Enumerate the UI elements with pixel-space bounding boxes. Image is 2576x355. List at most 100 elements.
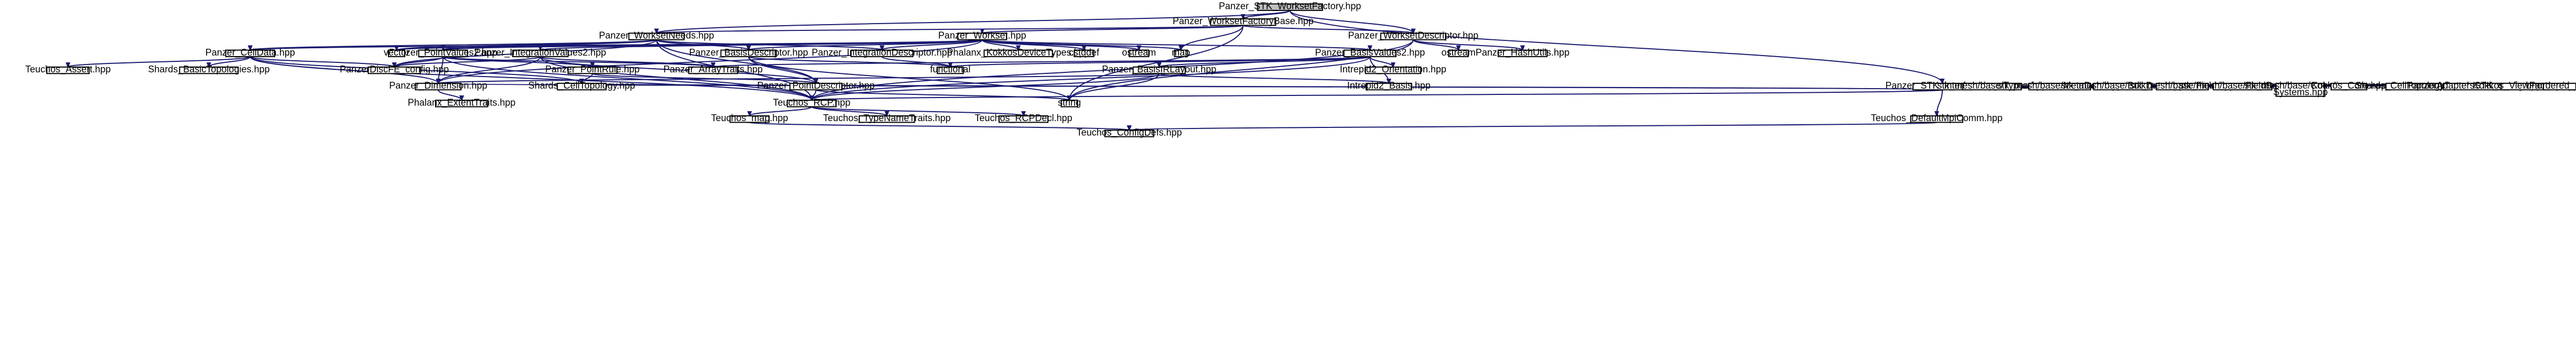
node-rcp[interactable]: Teuchos_RCP.hpp	[773, 97, 851, 108]
node-sbd[interactable]: stk_mesh/base/BulkData.hpp	[2061, 80, 2184, 91]
node-umap[interactable]: unordered_map	[2526, 80, 2576, 91]
node-bd[interactable]: Panzer_BasisDescriptor.hpp	[689, 47, 808, 58]
edge-root-to-stki	[1289, 10, 1942, 83]
node-hash[interactable]: Panzer_HashUtils.hpp	[1476, 47, 1570, 58]
node-map[interactable]: map	[1172, 47, 1190, 58]
node-label: Panzer_PointValues2.hpp	[389, 47, 497, 58]
edge-intd-to-functional	[881, 56, 950, 67]
node-label: Kokkos_Core.hpp	[2311, 80, 2386, 91]
node-label: Panzer_ArrayTraits.hpp	[664, 64, 763, 75]
node-sfb[interactable]: stk_mesh/base/FieldBase.hpp	[2179, 80, 2306, 91]
edge-iv2-to-dim	[438, 56, 541, 83]
node-ostream[interactable]: ostream	[1122, 47, 1156, 58]
node-box	[435, 100, 489, 107]
node-box	[957, 33, 1008, 40]
node-pv2[interactable]: Panzer_PointValues2.hpp	[389, 47, 497, 58]
node-box	[1448, 49, 1469, 57]
node-st[interactable]: stk_mesh/base/Types.hpp	[1937, 80, 2047, 91]
edge-wd-to-hash	[1412, 39, 1523, 50]
edge-cd-to-pcfg	[250, 56, 394, 67]
node-bv2[interactable]: Panzer_BasisValues2.hpp	[1315, 47, 1425, 58]
node-box	[46, 66, 90, 74]
node-iv2[interactable]: Panzer_IntegrationValues2.hpp	[474, 47, 606, 58]
node-ws[interactable]: Panzer_Workset.hpp	[938, 30, 1026, 41]
node-label: ostream	[1442, 47, 1476, 58]
node-kc[interactable]: Kokkos_Core.hpp	[2311, 80, 2386, 91]
edge-pv2-to-pr	[442, 56, 592, 67]
node-label: Phalanx_ExtentTraits.hpp	[408, 97, 515, 108]
node-kdt[interactable]: Phalanx_KokkosDeviceTypes.hpp	[947, 47, 1089, 58]
node-box	[225, 49, 275, 57]
node-wn[interactable]: Panzer_WorksetNeeds.hpp	[599, 30, 714, 41]
node-wd[interactable]: Panzer_WorksetDescriptor.hpp	[1348, 30, 1479, 41]
edge-cd-to-ta	[68, 56, 251, 67]
edge-pv2-to-rcp	[442, 56, 811, 100]
node-pr[interactable]: Panzer_PointRule.hpp	[545, 64, 640, 75]
node-label: vector	[384, 47, 409, 58]
node-ib[interactable]: Intrepid2_Basis.hpp	[1347, 80, 1431, 91]
node-box	[1910, 115, 1964, 123]
node-box	[2330, 82, 2367, 91]
node-box	[859, 115, 915, 123]
node-functional[interactable]: functional	[930, 64, 970, 74]
node-map2[interactable]: Teuchos_map.hpp	[711, 113, 788, 124]
node-sbt[interactable]: Shards_BasicTopologies.hpp	[148, 64, 269, 75]
edge-wfb-to-map	[1181, 25, 1244, 50]
node-box	[557, 82, 607, 91]
node-box	[367, 66, 421, 74]
node-bil[interactable]: Panzer_BasisIRLayout.hpp	[1102, 64, 1216, 75]
node-sf[interactable]: stk_mesh/base/Field.hpp	[2130, 80, 2235, 91]
node-box	[729, 115, 770, 123]
node-smd[interactable]: stk_mesh/base/MetaData.hpp	[1997, 80, 2123, 91]
edge-cd-to-dim	[250, 56, 438, 83]
node-root[interactable]: Panzer_STK_WorksetFactory.hpp	[1219, 1, 1361, 12]
node-box	[415, 82, 462, 91]
node-intd[interactable]: Panzer_IntegrationDescriptor.hpp	[811, 47, 952, 58]
node-label: Panzer_BasisValues2.hpp	[1315, 47, 1425, 58]
node-ta[interactable]: Teuchos_Assert.hpp	[25, 64, 111, 75]
node-box	[1060, 100, 1078, 107]
node-box	[998, 115, 1048, 123]
node-label: Teuchos_Assert.hpp	[25, 64, 111, 75]
node-vector[interactable]: vector	[384, 47, 409, 58]
node-label: Shards_CellTopology.hpp	[528, 80, 635, 91]
node-pd[interactable]: Panzer_PointDescriptor.hpp	[757, 80, 874, 91]
node-box	[983, 49, 1053, 57]
node-cd[interactable]: Panzer_CellData.hpp	[205, 47, 295, 58]
node-pcfg[interactable]: PanzerDiscFE_config.hpp	[340, 64, 449, 75]
node-label: Panzer_IntegrationDescriptor.hpp	[811, 47, 952, 58]
node-label: Teuchos_RCP.hpp	[773, 97, 851, 108]
node-cfg[interactable]: Teuchos_ConfigDefs.hpp	[1077, 127, 1182, 138]
node-at[interactable]: Panzer_ArrayTraits.hpp	[664, 64, 763, 75]
node-label: Panzer_STK_WorksetFactory.hpp	[1219, 1, 1361, 12]
node-dim[interactable]: Panzer_Dimension.hpp	[389, 80, 487, 91]
edge-bv2-to-rcp	[811, 56, 1371, 100]
node-sct[interactable]: Shards_CellTopology.hpp	[528, 80, 635, 91]
node-rcpdecl[interactable]: Teuchos_RCPDecl.hpp	[975, 113, 1072, 124]
node-label: Panzer_WorksetDescriptor.hpp	[1348, 30, 1479, 41]
node-pet[interactable]: Phalanx_ExtentTraits.hpp	[408, 97, 515, 108]
node-box	[1129, 49, 1150, 57]
node-cstddef[interactable]: cstddef	[1069, 47, 1100, 58]
node-box	[688, 66, 738, 74]
node-tnt[interactable]: Teuchos_TypeNameTraits.hpp	[823, 113, 950, 124]
edge-rcp-to-tnt	[811, 106, 886, 116]
node-string[interactable]: string	[1058, 97, 1081, 107]
node-label: stk_mesh/base/MetaData.hpp	[1997, 80, 2123, 91]
edge-dmc-to-cfg	[1129, 122, 1938, 130]
edge-ws-to-bv2	[981, 39, 1370, 50]
node-iot[interactable]: Intrepid2_Orientation.hpp	[1340, 64, 1446, 75]
node-box	[628, 33, 685, 40]
node-wfb[interactable]: Panzer_WorksetFactoryBase.hpp	[1173, 16, 1314, 27]
node-label: string	[1058, 97, 1081, 107]
node-label: Teuchos_DefaultMpiComm.hpp	[1871, 113, 2003, 124]
node-ostream2[interactable]: ostream	[1442, 47, 1476, 58]
node-label: Panzer_Workset.hpp	[938, 30, 1026, 41]
node-dmc[interactable]: Teuchos_DefaultMpiComm.hpp	[1871, 113, 2003, 124]
node-box	[1380, 33, 1446, 40]
node-box	[179, 66, 239, 74]
edge-wfb-to-ws	[982, 25, 1244, 33]
node-box	[512, 49, 569, 57]
